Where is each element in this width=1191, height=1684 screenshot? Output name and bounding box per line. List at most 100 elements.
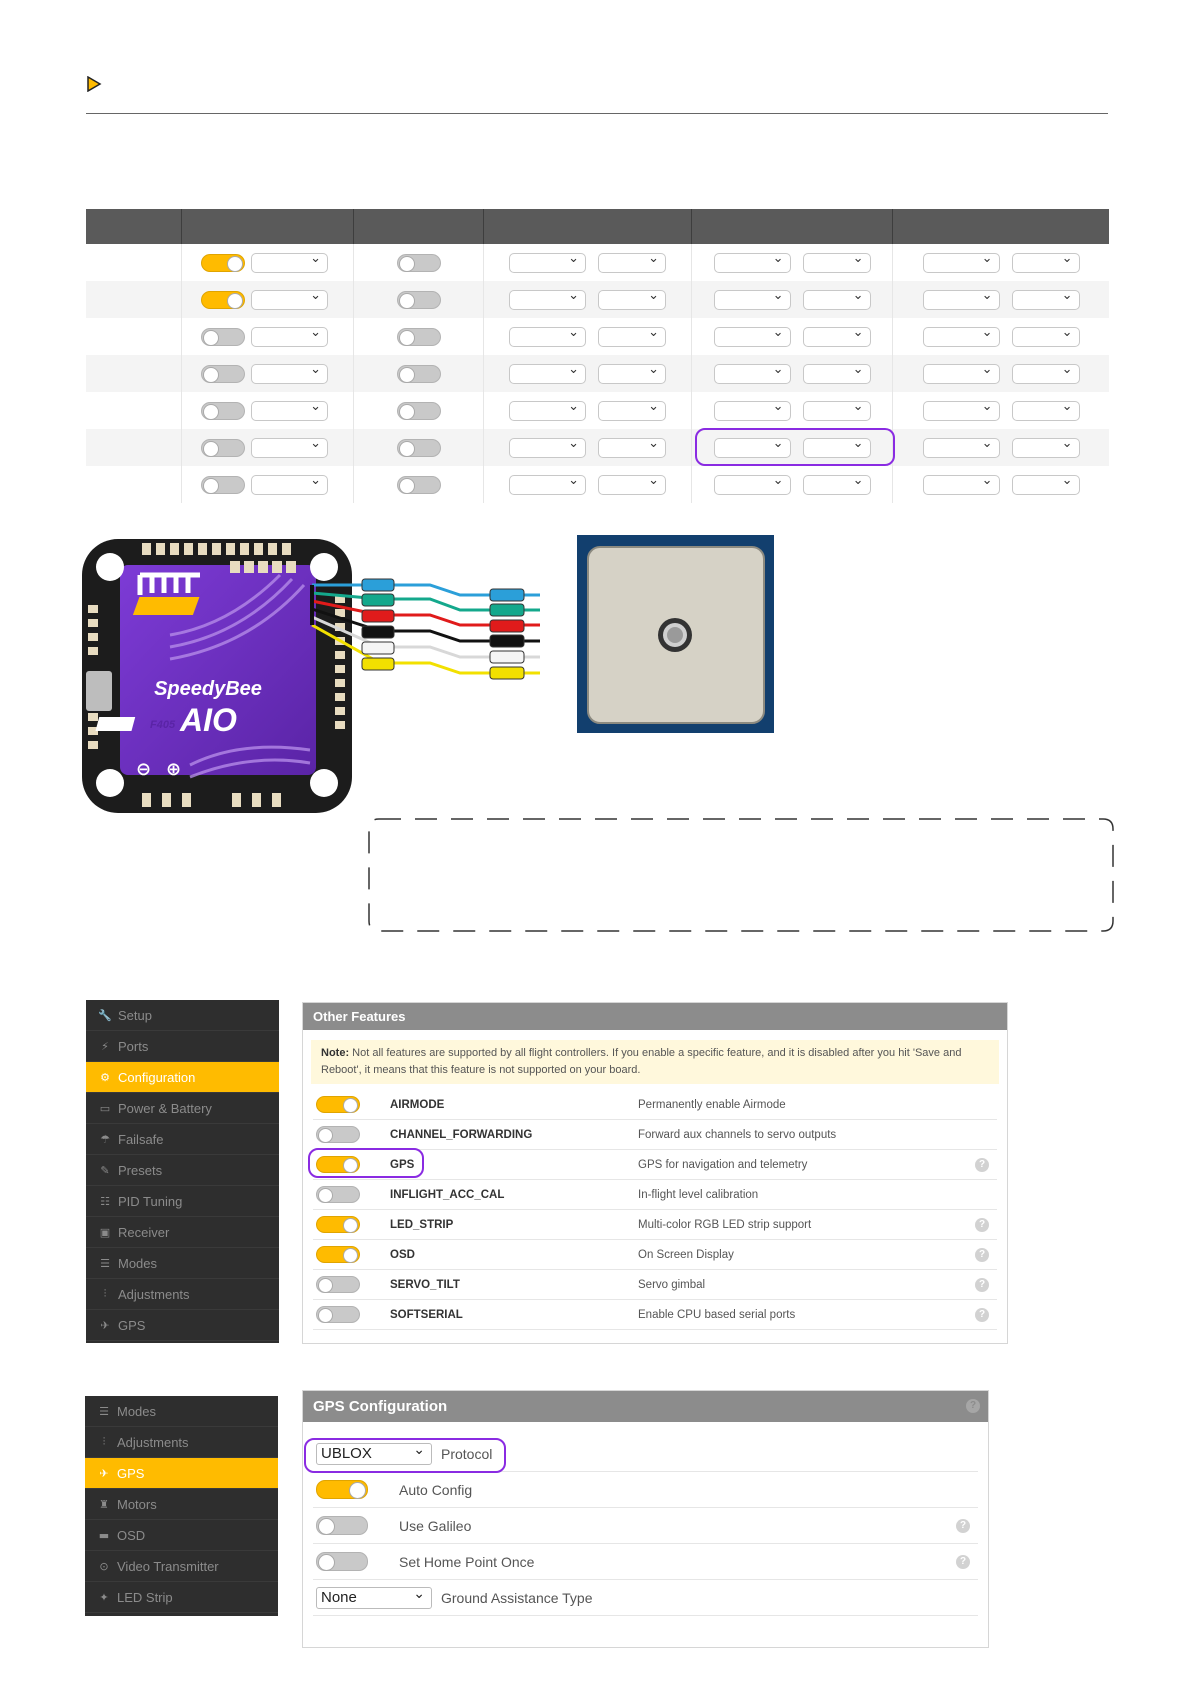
msp-baud-select[interactable] [251, 288, 328, 310]
serial-rx-toggle[interactable] [396, 475, 441, 494]
serial-rx-toggle[interactable] [396, 327, 441, 346]
feature-toggle[interactable] [316, 1216, 360, 1233]
telemetry-select[interactable] [509, 436, 586, 458]
sensor-input-select[interactable] [713, 473, 791, 495]
telemetry-baud-select[interactable] [598, 325, 666, 347]
help-icon[interactable]: ? [956, 1554, 970, 1569]
sidebar-item-modes[interactable]: ☰Modes [85, 1396, 278, 1427]
sensor-baud-select[interactable] [802, 288, 871, 310]
telemetry-select[interactable] [509, 473, 586, 495]
msp-baud-select[interactable] [251, 325, 328, 347]
peripherals-baud-select[interactable] [1011, 473, 1080, 495]
use-galileo-toggle[interactable] [316, 1516, 368, 1535]
sidebar-item-adjustments[interactable]: ⫶Adjustments [86, 1279, 279, 1310]
msp-baud-select[interactable] [251, 251, 328, 273]
msp-baud-select[interactable] [251, 399, 328, 421]
peripherals-baud-select[interactable] [1011, 325, 1080, 347]
telemetry-select[interactable] [509, 288, 586, 310]
sensor-baud-select[interactable] [802, 436, 871, 458]
msp-toggle[interactable] [201, 290, 245, 309]
telemetry-baud-select[interactable] [598, 362, 666, 384]
help-icon[interactable]: ? [975, 1307, 989, 1322]
sidebar-item-gps[interactable]: ✈GPS [85, 1458, 278, 1489]
msp-toggle[interactable] [201, 364, 245, 383]
feature-toggle[interactable] [316, 1126, 360, 1143]
telemetry-baud-select[interactable] [598, 473, 666, 495]
serial-rx-toggle[interactable] [396, 290, 441, 309]
sidebar-item-presets[interactable]: ✎Presets [86, 1155, 279, 1186]
sidebar-item-adjustments[interactable]: ⫶Adjustments [85, 1427, 278, 1458]
sensor-input-select[interactable] [713, 399, 791, 421]
msp-toggle[interactable] [201, 253, 245, 272]
protocol-select[interactable]: UBLOX [316, 1440, 432, 1465]
serial-rx-toggle[interactable] [396, 364, 441, 383]
peripherals-select[interactable] [922, 251, 1000, 273]
telemetry-select[interactable] [509, 251, 586, 273]
sidebar-item-failsafe[interactable]: ☂Failsafe [86, 1124, 279, 1155]
peripherals-select[interactable] [922, 288, 1000, 310]
feature-toggle[interactable] [316, 1276, 360, 1293]
peripherals-baud-select[interactable] [1011, 436, 1080, 458]
peripherals-baud-select[interactable] [1011, 251, 1080, 273]
home-point-toggle[interactable] [316, 1552, 368, 1571]
sidebar-item-pid-tuning[interactable]: ☷PID Tuning [86, 1186, 279, 1217]
feature-toggle[interactable] [316, 1306, 360, 1323]
telemetry-baud-select[interactable] [598, 288, 666, 310]
peripherals-select[interactable] [922, 362, 1000, 384]
peripherals-baud-select[interactable] [1011, 288, 1080, 310]
help-icon[interactable]: ? [975, 1157, 989, 1172]
feature-toggle[interactable] [316, 1246, 360, 1263]
telemetry-select[interactable] [509, 362, 586, 384]
msp-toggle[interactable] [201, 438, 245, 457]
sensor-input-select[interactable] [713, 251, 791, 273]
peripherals-select[interactable] [922, 325, 1000, 347]
peripherals-select[interactable] [922, 436, 1000, 458]
peripherals-baud-select[interactable] [1011, 399, 1080, 421]
feature-toggle[interactable] [316, 1156, 360, 1173]
sensor-input-select[interactable] [713, 288, 791, 310]
telemetry-baud-select[interactable] [598, 251, 666, 273]
sidebar-item-osd[interactable]: ▬OSD [85, 1520, 278, 1551]
sensor-baud-select[interactable] [802, 362, 871, 384]
sidebar-item-motors[interactable]: ♜Motors [85, 1489, 278, 1520]
serial-rx-toggle[interactable] [396, 438, 441, 457]
help-icon[interactable]: ? [975, 1277, 989, 1292]
help-icon[interactable]: ? [975, 1217, 989, 1232]
sensor-baud-select[interactable] [802, 325, 871, 347]
peripherals-select[interactable] [922, 399, 1000, 421]
sidebar-item-power-battery[interactable]: ▭Power & Battery [86, 1093, 279, 1124]
sidebar-item-video-transmitter[interactable]: ⊙Video Transmitter [85, 1551, 278, 1582]
help-icon[interactable]: ? [975, 1247, 989, 1262]
peripherals-select[interactable] [922, 473, 1000, 495]
msp-baud-select[interactable] [251, 436, 328, 458]
sensor-baud-select[interactable] [802, 399, 871, 421]
sidebar-item-receiver[interactable]: ▣Receiver [86, 1217, 279, 1248]
msp-toggle[interactable] [201, 401, 245, 420]
sensor-baud-select[interactable] [802, 251, 871, 273]
auto-config-toggle[interactable] [316, 1480, 368, 1499]
ground-assist-select[interactable]: None [316, 1584, 432, 1609]
serial-rx-toggle[interactable] [396, 401, 441, 420]
help-icon[interactable]: ? [966, 1399, 980, 1413]
sensor-input-select[interactable] [713, 325, 791, 347]
sidebar-item-modes[interactable]: ☰Modes [86, 1248, 279, 1279]
telemetry-select[interactable] [509, 325, 586, 347]
telemetry-baud-select[interactable] [598, 436, 666, 458]
feature-toggle[interactable] [316, 1186, 360, 1203]
sidebar-item-ports[interactable]: ⚡Ports [86, 1031, 279, 1062]
telemetry-select[interactable] [509, 399, 586, 421]
sensor-input-select[interactable] [713, 436, 791, 458]
msp-toggle[interactable] [201, 475, 245, 494]
sidebar-item-configuration[interactable]: ⚙Configuration [86, 1062, 279, 1093]
feature-toggle[interactable] [316, 1096, 360, 1113]
help-icon[interactable]: ? [956, 1518, 970, 1533]
sidebar-item-gps[interactable]: ✈GPS [86, 1310, 279, 1341]
sensor-baud-select[interactable] [802, 473, 871, 495]
sidebar-item-led-strip[interactable]: ✦LED Strip [85, 1582, 278, 1613]
msp-baud-select[interactable] [251, 362, 328, 384]
msp-toggle[interactable] [201, 327, 245, 346]
telemetry-baud-select[interactable] [598, 399, 666, 421]
serial-rx-toggle[interactable] [396, 253, 441, 272]
sidebar-item-setup[interactable]: 🔧Setup [86, 1000, 279, 1031]
msp-baud-select[interactable] [251, 473, 328, 495]
